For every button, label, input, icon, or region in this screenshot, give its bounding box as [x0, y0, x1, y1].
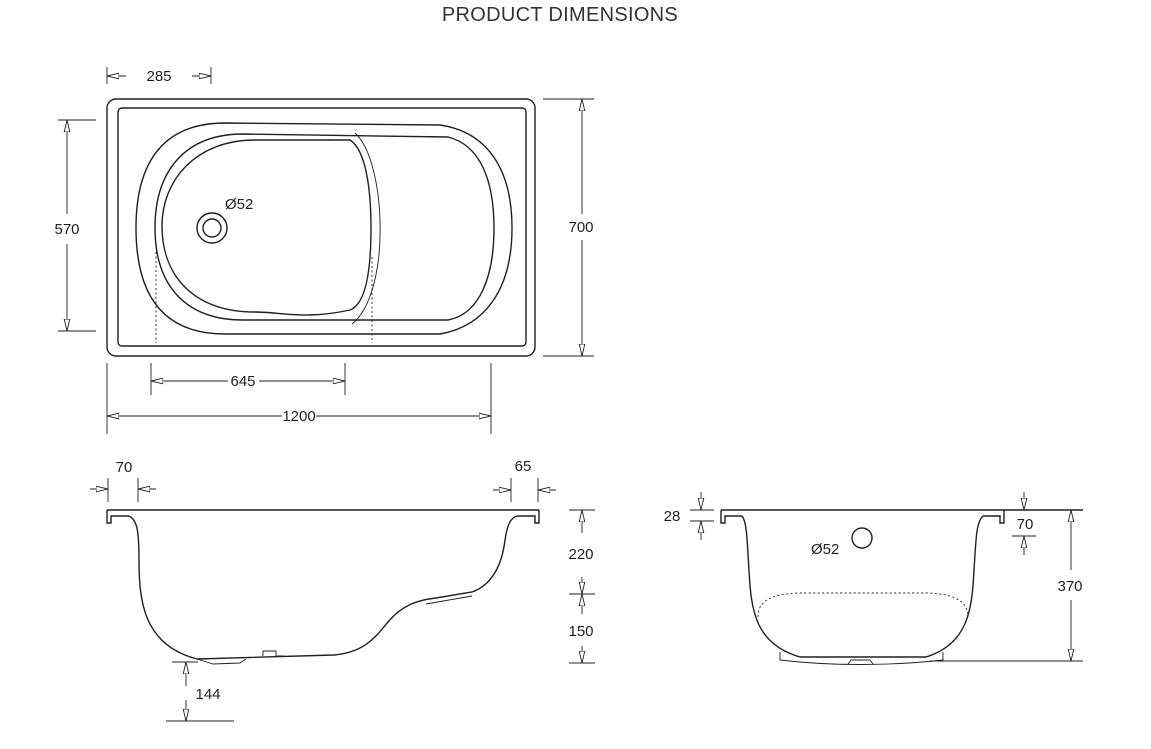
dim-inner-width: 570 [54, 221, 79, 238]
dim-lower-depth: 150 [568, 623, 593, 640]
end-view: Ø52 28 70 370 [664, 492, 1083, 665]
dim-upper-depth: 220 [568, 546, 593, 563]
plan-view: Ø52 285 570 700 645 1200 [54, 67, 594, 434]
end-feet [779, 652, 944, 665]
dim-height: 370 [1057, 578, 1082, 595]
tub-inner-rim [117, 107, 527, 347]
dim-overflow: Ø52 [811, 541, 839, 558]
end-right-flange [983, 510, 1005, 524]
side-left-flange [106, 510, 129, 524]
tub-outer-rim [106, 98, 536, 357]
side-right-flange [517, 510, 540, 524]
side-profile-inner [425, 595, 473, 605]
seat-line [351, 132, 381, 325]
side-profile [128, 515, 518, 660]
page-title: PRODUCT DIMENSIONS [441, 4, 679, 26]
end-profile [741, 515, 984, 658]
side-view: 70 65 220 150 144 [90, 458, 595, 722]
end-left-flange [720, 510, 742, 524]
seat-step-outline [161, 139, 372, 316]
drain-outer [196, 212, 228, 244]
overflow-hole [851, 527, 873, 549]
dim-left-rim: 70 [116, 459, 133, 476]
dim-bottom: 144 [195, 686, 220, 703]
dim-overall-width: 700 [568, 219, 593, 236]
dim-right-rim: 65 [515, 458, 532, 475]
end-hidden-bottom [757, 592, 969, 618]
basin-inner-outline [154, 133, 495, 321]
dim-overall-length: 1200 [282, 408, 315, 425]
dim-seat-offset: 285 [146, 68, 171, 85]
dim-inner-length: 645 [230, 373, 255, 390]
dim-rim-thickness: 28 [664, 508, 681, 525]
basin-outer-outline [135, 122, 513, 335]
drain-inner [202, 218, 222, 238]
side-bottom-feet [196, 650, 284, 665]
dim-drain: Ø52 [225, 196, 253, 213]
dim-overflow-offset: 70 [1017, 516, 1034, 533]
